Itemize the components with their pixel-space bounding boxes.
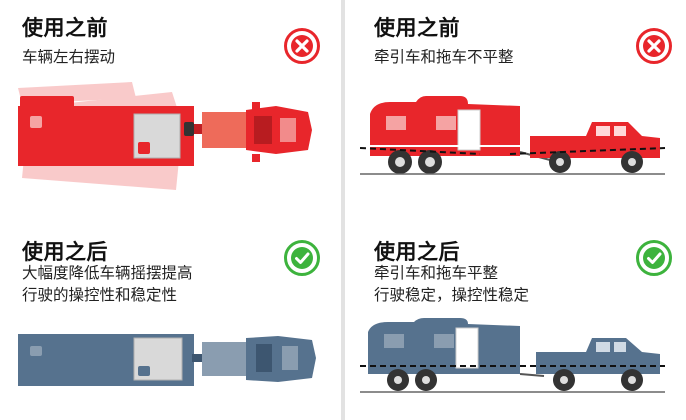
panel-description-line: 行驶稳定，操控性稳定 xyxy=(374,286,530,304)
panel-divider xyxy=(341,0,345,420)
panel-description-line: 牵引车和拖车不平整 xyxy=(374,48,514,66)
panel-heading: 使用之后 xyxy=(374,240,460,264)
check-icon xyxy=(636,240,672,276)
panel-heading: 使用之前 xyxy=(22,16,108,40)
panel-description-line: 行驶的操控性和稳定性 xyxy=(22,286,178,304)
uneven-trailer-illustration xyxy=(360,96,666,175)
panel-description-line: 大幅度降低车辆摇摆提高 xyxy=(22,264,193,282)
cross-icon xyxy=(284,28,320,64)
stable-trailer-illustration xyxy=(18,334,316,386)
panel-heading: 使用之后 xyxy=(22,240,108,264)
panel-description-line: 牵引车和拖车平整 xyxy=(374,264,499,282)
cross-icon xyxy=(636,28,672,64)
level-trailer-illustration xyxy=(360,318,665,393)
check-icon xyxy=(284,240,320,276)
swaying-trailer-illustration xyxy=(18,82,312,190)
panel-heading: 使用之前 xyxy=(374,16,460,40)
panel-description-line: 车辆左右摆动 xyxy=(22,48,116,66)
